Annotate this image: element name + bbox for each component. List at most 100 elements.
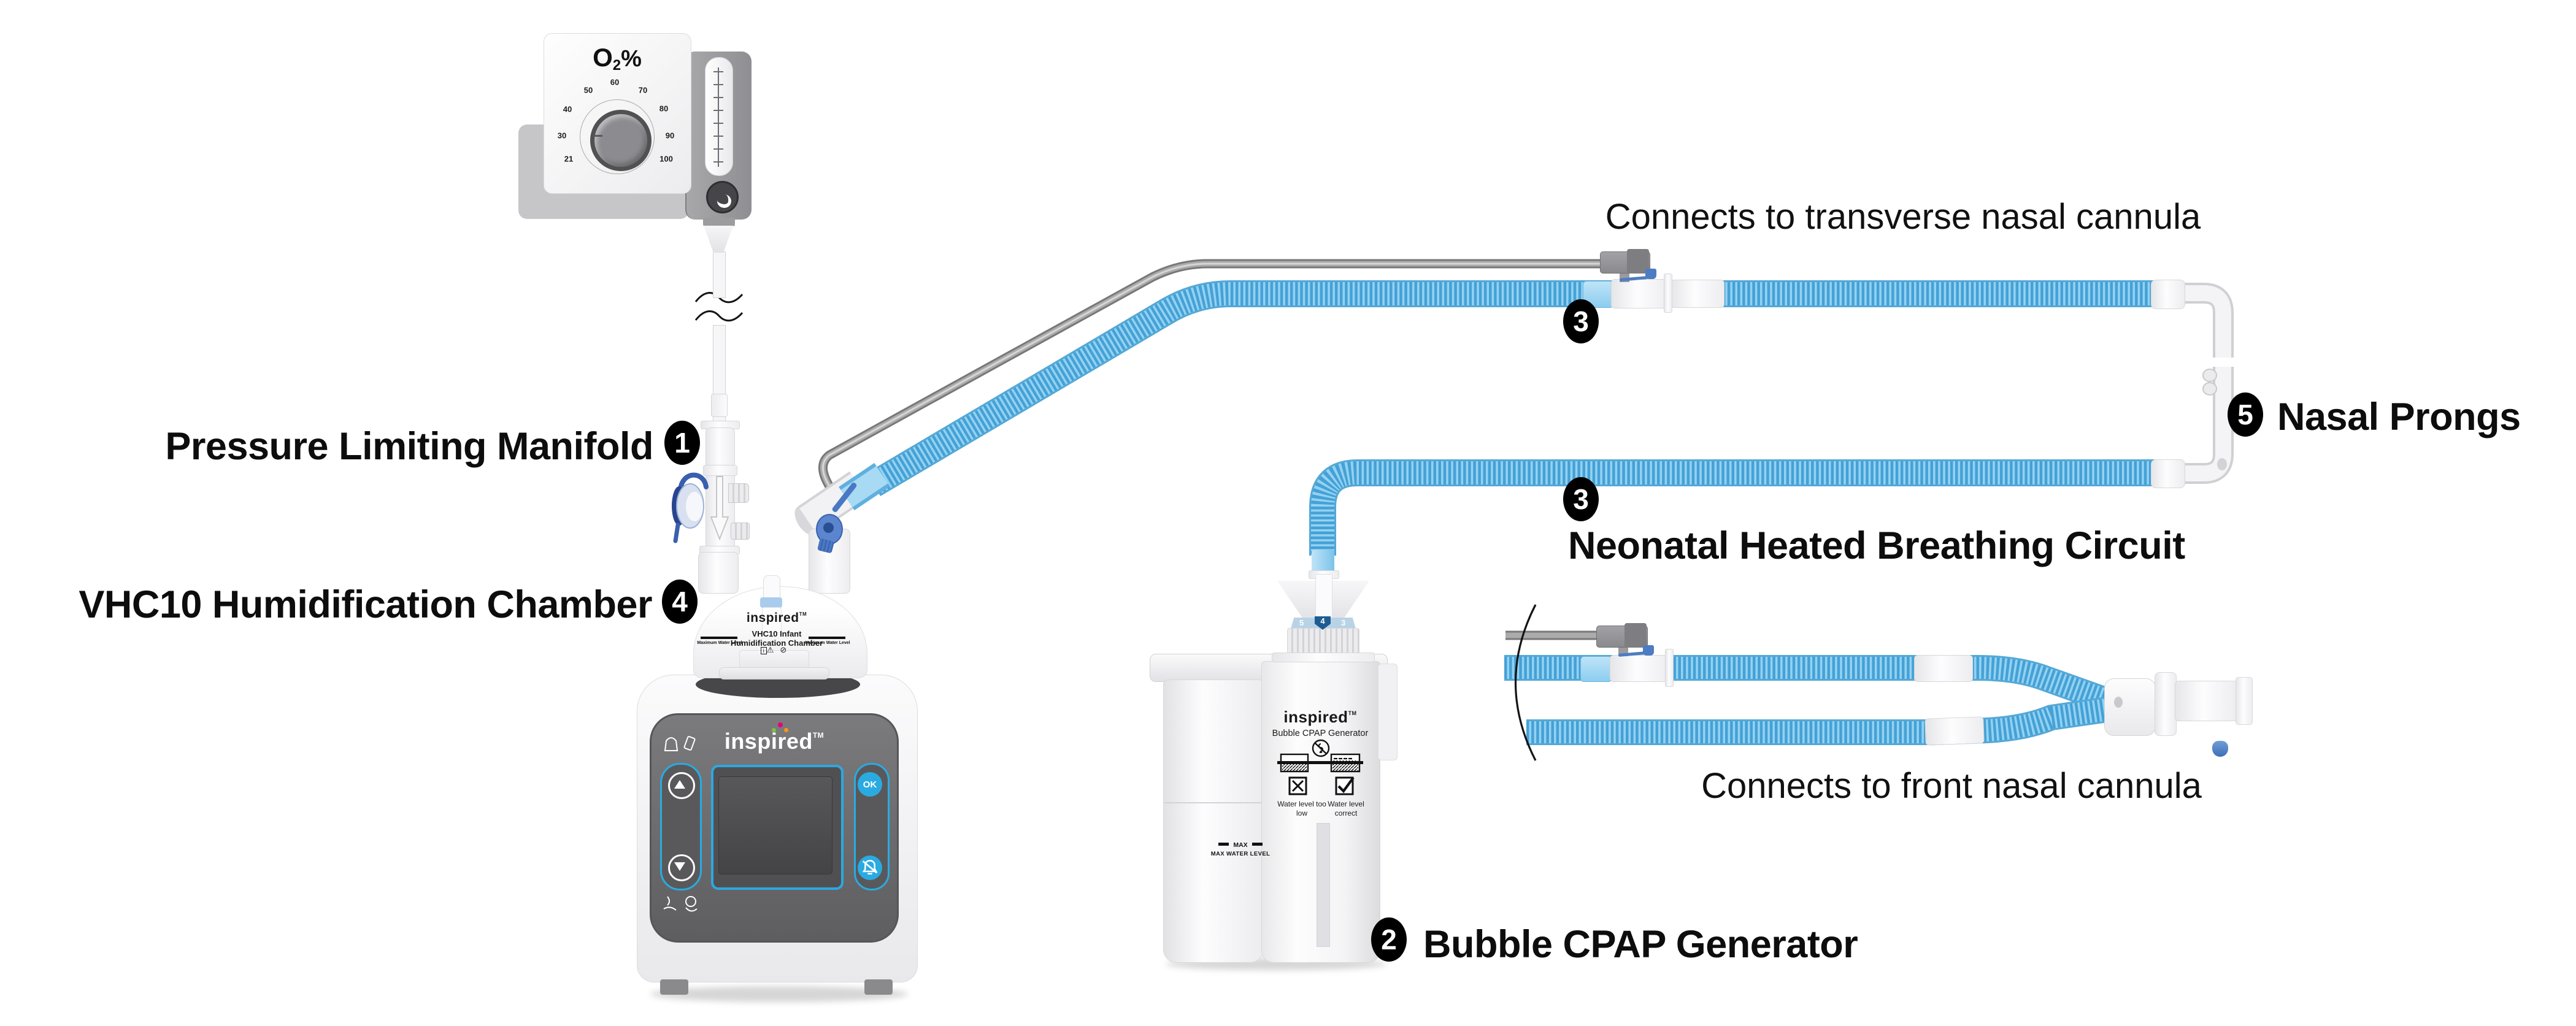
blender-outlet-nozzle — [703, 218, 735, 226]
clamp-pivot — [823, 523, 834, 533]
manifold-collar — [703, 465, 737, 476]
dial-number-3: 3 — [1341, 618, 1346, 627]
generator-side-tab — [1378, 664, 1398, 760]
o2-percent-label: O2% — [593, 43, 642, 74]
prongs-label: Nasal Prongs — [2277, 396, 2521, 438]
badge-1: 1 — [664, 421, 700, 465]
nasal-prong-nub — [2202, 369, 2217, 382]
generator-subtitle: Bubble CPAP Generator — [1272, 729, 1369, 738]
badge-3-bottom: 3 — [1563, 477, 1599, 521]
connect-transverse-label: Connects to transverse nasal cannula — [1605, 197, 2201, 237]
water-level-diagram — [1277, 753, 1363, 795]
humidifier-brand: inspiredTM — [724, 729, 825, 754]
water-correct-label: Water level correct — [1328, 800, 1364, 817]
manifold-blue-cap — [672, 472, 709, 543]
blender-dial-pointer — [594, 135, 602, 137]
up-arrow-icon — [674, 780, 685, 789]
wye-barrel — [2175, 681, 2237, 721]
circuit-tube-bottom — [1309, 459, 2182, 556]
probe-port-cap — [1645, 269, 1656, 279]
y-tube-cuff — [1580, 656, 1612, 682]
y-joint-top — [1914, 655, 1973, 682]
dial-tick-50: 50 — [583, 85, 593, 95]
flowmeter-ticks — [713, 71, 723, 163]
chamber-model-line2: Humidification Chamber — [730, 638, 823, 648]
dial-tick-80: 80 — [659, 104, 669, 113]
y-connector-flange — [1665, 649, 1674, 687]
dial-tick-70: 70 — [638, 85, 648, 95]
chamber-inlet-port — [698, 552, 739, 594]
dial-tick-30: 30 — [557, 131, 567, 140]
cut-line — [1515, 604, 1537, 761]
cannula-plug-cap — [2212, 741, 2228, 757]
generator-collar-flange — [1272, 653, 1375, 662]
wye-vent-hole — [2114, 697, 2123, 708]
prong-cuff-bottom — [2151, 459, 2185, 488]
y-temp-probe-head — [1624, 623, 1647, 648]
humidifier-foot-right — [864, 979, 893, 995]
generator-brand: inspiredTM — [1283, 708, 1357, 726]
dial-tick-90: 90 — [665, 131, 675, 140]
flow-knob — [706, 181, 739, 213]
y-circuit-tubes — [1504, 604, 2129, 761]
generator-label: Bubble CPAP Generator — [1423, 923, 1858, 966]
manifold-flow-arrow — [710, 476, 729, 541]
reservoir-seam — [1164, 802, 1261, 803]
prong-cuff-top — [2151, 280, 2185, 309]
wye-body — [2104, 678, 2156, 736]
prohibited-icon: ⊘ — [780, 645, 793, 654]
water-low-label: Water level too low — [1277, 800, 1326, 817]
connect-front-label: Connects to front nasal cannula — [1701, 766, 2202, 806]
oxygen-supply-line-upper — [713, 251, 726, 298]
y-joint-bottom — [1924, 716, 1985, 746]
generator-standpipe — [1317, 823, 1330, 947]
dial-tick-60: 60 — [610, 77, 620, 87]
down-button — [668, 854, 695, 881]
blender-dial-ring — [580, 99, 655, 174]
nasal-prong-nub — [2202, 382, 2217, 396]
water-reservoir-column — [1163, 680, 1264, 963]
humidifier-foot-left — [660, 979, 688, 995]
chamber-symbols: i⚠⊘ — [734, 645, 820, 655]
y-connector-body — [1610, 655, 1670, 682]
display-screen — [718, 776, 832, 875]
brand-dot-green — [772, 728, 776, 732]
alarm-mute-button — [858, 856, 882, 880]
dial-number-5: 5 — [1299, 618, 1304, 627]
up-button — [668, 772, 695, 799]
down-arrow-icon — [674, 862, 685, 871]
badge-3-top: 3 — [1563, 299, 1599, 343]
connector-body — [1611, 279, 1669, 308]
generator-ribbed-collar — [1287, 628, 1359, 655]
warning-icon: ⚠ — [766, 645, 780, 654]
manifold-label: Pressure Limiting Manifold — [165, 425, 653, 468]
wye-end-connector — [2236, 677, 2253, 725]
generator-stem — [1315, 574, 1332, 621]
circuit-tube-top — [866, 280, 2172, 496]
max-level-line-left — [701, 637, 737, 639]
dial-tick-21: 21 — [564, 154, 574, 164]
blender-dial-knob — [590, 110, 652, 171]
badge-4: 4 — [662, 580, 698, 624]
chamber-brand: inspiredTM — [746, 611, 807, 625]
chamber-base-pedestal — [719, 667, 829, 680]
dial-tick-40: 40 — [563, 104, 572, 114]
patient-mode-icon — [663, 896, 698, 912]
circuit-label: Neonatal Heated Breathing Circuit — [1568, 524, 2185, 567]
ok-button: OK — [858, 772, 882, 797]
manifold-side-port — [728, 483, 749, 503]
heater-wire-top — [818, 259, 1605, 499]
supply-line-connector — [711, 394, 728, 417]
bell-mute-icon — [862, 860, 878, 875]
chamber-stem-base — [762, 607, 782, 633]
max-level-text-left: Maximum Water Level — [697, 641, 742, 645]
reservoir-max-mark: MAX MAX WATER LEVEL — [1210, 841, 1271, 857]
badge-5: 5 — [2228, 392, 2263, 437]
no-adult-use-icon — [1312, 739, 1330, 757]
connector-barrel — [1671, 280, 1724, 308]
manual-icon: i — [760, 647, 767, 654]
dial-tick-100: 100 — [659, 154, 673, 164]
chamber-mode-icon — [664, 736, 696, 751]
nasal-prongs-frame — [2182, 283, 2234, 484]
